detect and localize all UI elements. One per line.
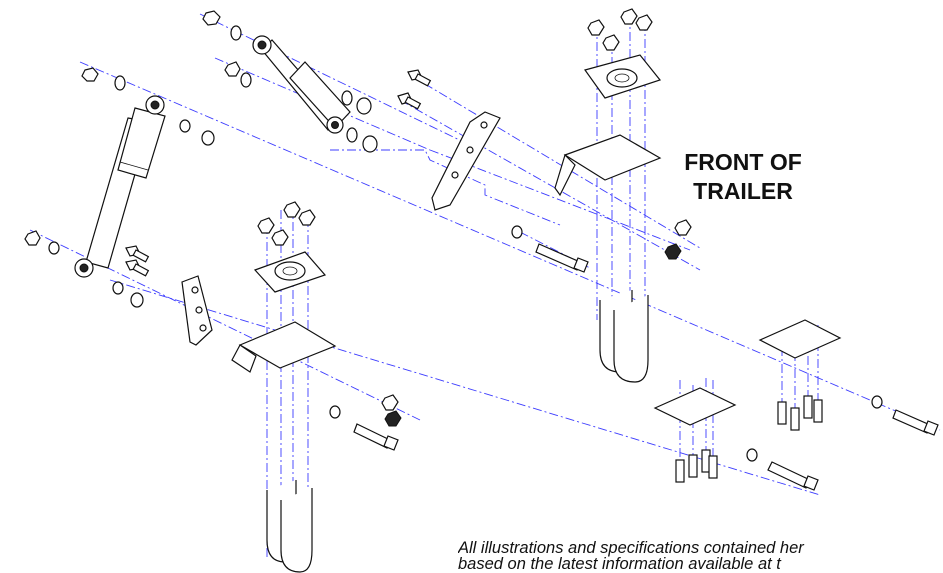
left-shock-absorber	[74, 95, 166, 278]
disclaimer-line-1: All illustrations and specifications con…	[458, 540, 804, 557]
callout-line-2: TRAILER	[693, 178, 793, 204]
hanger-plates	[181, 111, 501, 346]
hardware-small-parts	[24, 10, 883, 462]
bolts	[125, 69, 939, 491]
u-bolts	[266, 290, 649, 573]
seat-nuts	[257, 8, 653, 246]
disclaimer-text: All illustrations and specifications con…	[458, 540, 943, 572]
disclaimer-line-2: based on the latest information availabl…	[458, 555, 781, 572]
front-of-trailer-callout: FRONT OF TRAILER	[668, 148, 818, 206]
axle-seat-plates	[231, 54, 842, 426]
callout-line-1: FRONT OF	[684, 149, 802, 175]
top-shock-absorber	[252, 35, 351, 134]
plate-bolts	[675, 395, 823, 483]
